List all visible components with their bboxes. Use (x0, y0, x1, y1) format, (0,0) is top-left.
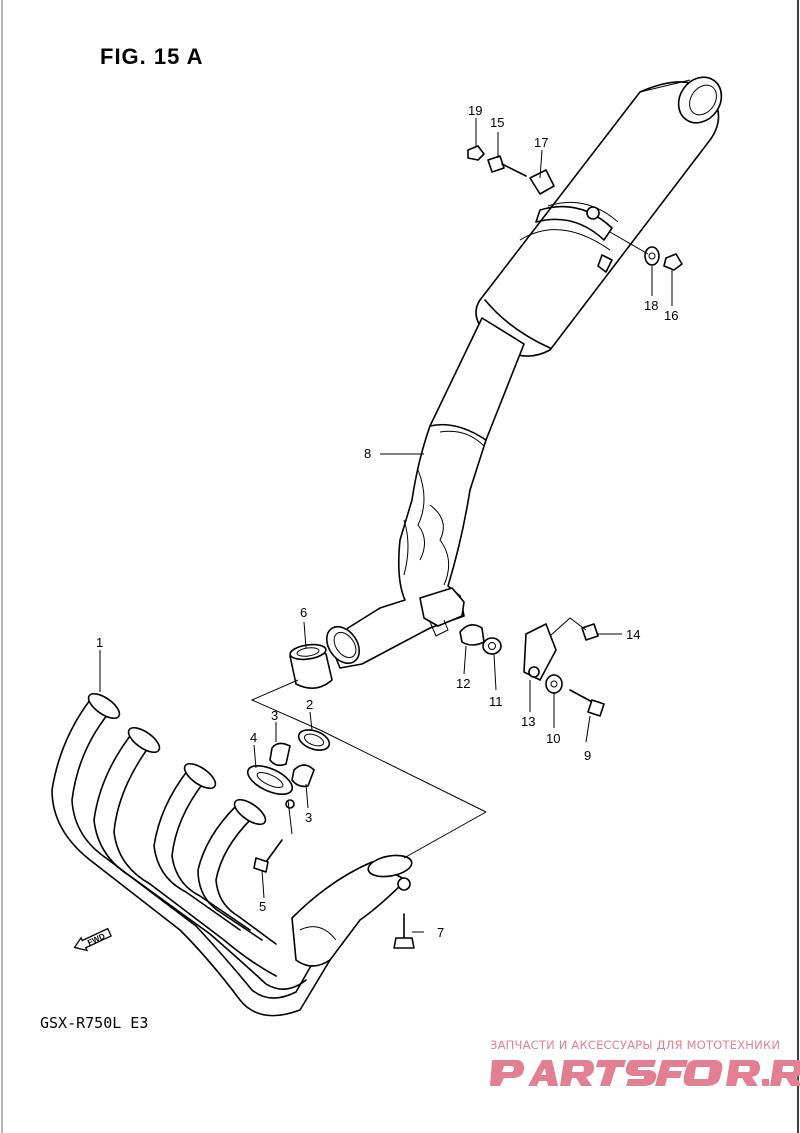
callout-11: 11 (489, 694, 503, 709)
callout-2: 2 (306, 697, 313, 712)
callout-10: 10 (546, 731, 560, 746)
callout-14: 14 (626, 627, 640, 642)
callout-16: 16 (664, 308, 678, 323)
callout-18: 18 (644, 298, 658, 313)
callout-17: 17 (534, 135, 548, 150)
fwd-arrow-icon: FWD (73, 927, 112, 952)
callout-19: 19 (468, 103, 482, 118)
callout-3-upper: 3 (271, 708, 278, 723)
callout-12: 12 (456, 676, 470, 691)
callout-9: 9 (584, 748, 591, 763)
callout-13: 13 (521, 714, 535, 729)
callout-15: 15 (490, 115, 504, 130)
hardware-upper (467, 145, 683, 271)
callout-3-lower: 3 (305, 810, 312, 825)
clamp-parts (246, 729, 331, 809)
bolt-5 (253, 839, 283, 873)
callout-8: 8 (364, 446, 371, 461)
leader-lines (99, 118, 673, 933)
bolt-9 (569, 689, 605, 717)
callout-1: 1 (96, 635, 103, 650)
muffler-body (475, 76, 723, 357)
fwd-label: FWD (86, 931, 107, 947)
header-pipes (51, 692, 413, 1017)
assembly-lines (250, 231, 649, 859)
figure-title: FIG. 15 A (100, 44, 204, 69)
watermark-caption: ЗАПЧАСТИ И АКСЕССУАРЫ ДЛЯ МОТОТЕХНИКИ (490, 1038, 781, 1052)
model-code: GSX-R750L E3 (40, 1014, 149, 1032)
hardware-lower (459, 623, 599, 694)
bolt-7 (393, 913, 415, 949)
connecting-pipe (325, 317, 525, 669)
callout-7: 7 (437, 925, 444, 940)
callout-labels: 1 2 3 3 4 5 6 7 8 9 10 11 12 13 14 15 16… (96, 103, 678, 940)
gasket-6 (289, 643, 333, 689)
callout-5: 5 (259, 899, 266, 914)
watermark-logo (490, 1060, 800, 1086)
callout-4: 4 (250, 730, 257, 745)
callout-6: 6 (300, 605, 307, 620)
